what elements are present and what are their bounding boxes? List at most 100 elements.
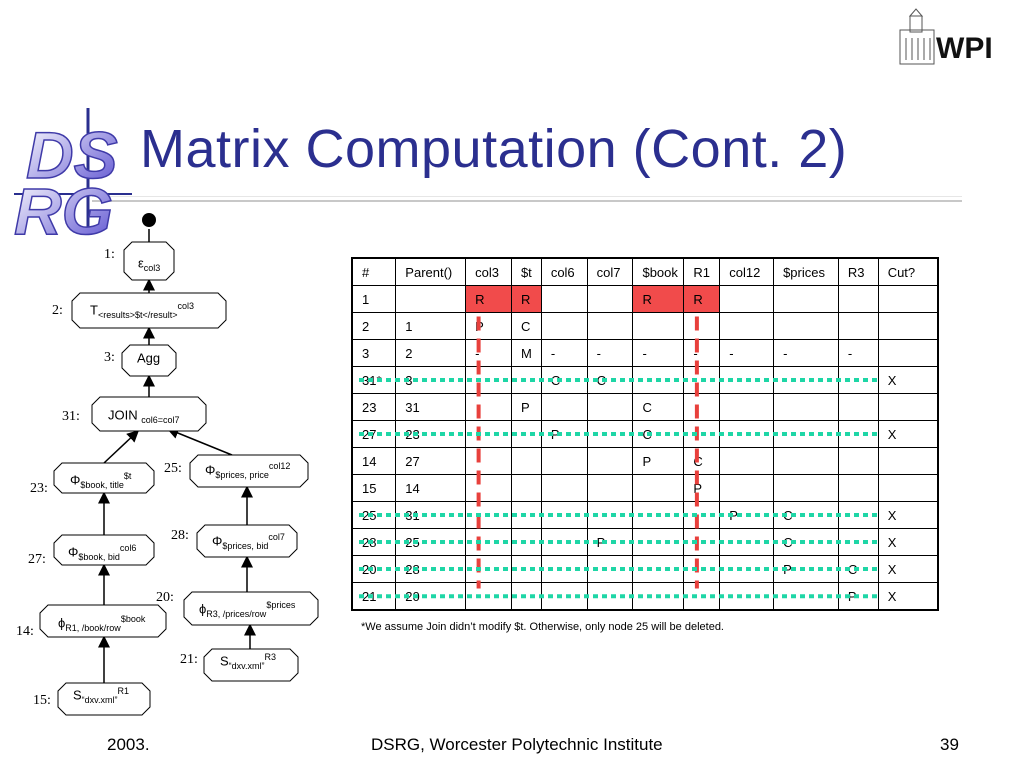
- table-cell: 31: [395, 393, 467, 421]
- table-cell: [632, 312, 685, 340]
- table-cell: P: [632, 447, 685, 475]
- table-cell: [540, 474, 588, 502]
- table-header-cell: #: [351, 257, 397, 286]
- table-cell: [632, 555, 685, 583]
- table-header-cell: $t: [510, 257, 542, 286]
- tree-node-op: ϕR1, /book/row$book: [58, 614, 146, 633]
- table-cell: [683, 312, 721, 340]
- footer-year: 2003.: [107, 735, 150, 754]
- tree-node-op: JOIN col6=col7: [108, 407, 180, 425]
- query-tree: [39, 213, 319, 716]
- table-cell: [683, 420, 721, 448]
- table-cell: C: [586, 366, 634, 394]
- table-cell: [719, 474, 775, 502]
- table-cell: [683, 366, 721, 394]
- tree-node-15: [57, 682, 151, 716]
- table-cell: -: [540, 339, 588, 367]
- table-cell: C: [632, 393, 685, 421]
- table-cell: -: [586, 339, 634, 367]
- table-cell: [719, 312, 775, 340]
- tree-node-3: [121, 344, 177, 377]
- table-cell: [877, 447, 939, 475]
- table-cell: R: [510, 285, 542, 313]
- table-cell: [683, 501, 721, 529]
- table-cell: 14: [395, 474, 467, 502]
- table-cell: [510, 366, 542, 394]
- tree-node-number: 23:: [30, 481, 48, 496]
- table-cell: [773, 420, 839, 448]
- table-cell: C: [540, 366, 588, 394]
- table-cell: 25: [351, 501, 397, 529]
- table-cell: [540, 312, 588, 340]
- table-cell: [586, 285, 634, 313]
- table-cell: [719, 447, 775, 475]
- table-cell: C: [510, 312, 542, 340]
- table-cell: [465, 555, 512, 583]
- table-cell: [510, 501, 542, 529]
- table-header-cell: col12: [719, 257, 775, 286]
- svg-text:RG: RG: [14, 174, 113, 240]
- table-cell: [510, 528, 542, 556]
- table-cell: 25: [395, 528, 467, 556]
- tree-node-op: Φ$book, title$t: [70, 471, 132, 490]
- table-cell: [773, 447, 839, 475]
- table-cell: X: [877, 420, 939, 448]
- wpi-logo: WPI: [899, 8, 993, 65]
- table-cell: 28: [395, 555, 467, 583]
- table-cell: 27: [351, 420, 397, 448]
- table-cell: [510, 474, 542, 502]
- tree-node-number: 31:: [62, 409, 80, 424]
- table-cell: [719, 528, 775, 556]
- table-cell: [540, 582, 588, 611]
- table-cell: -: [719, 339, 775, 367]
- table-cell: 3: [351, 339, 397, 367]
- tree-node-number: 3:: [104, 350, 115, 365]
- table-cell: [877, 285, 939, 313]
- table-cell: [719, 420, 775, 448]
- table-cell: [540, 555, 588, 583]
- table-cell: [683, 582, 721, 611]
- table-cell: 2: [351, 312, 397, 340]
- table-cell: X: [877, 582, 939, 611]
- tree-node-number: 20:: [156, 590, 174, 605]
- table-cell: [586, 420, 634, 448]
- table-cell: -: [773, 339, 839, 367]
- title-divider-shadow: [92, 196, 962, 197]
- tree-node-number: 2:: [52, 303, 63, 318]
- table-cell: [632, 528, 685, 556]
- table-cell: [632, 366, 685, 394]
- table-cell: [540, 285, 588, 313]
- table-cell: C: [683, 447, 721, 475]
- table-cell: [877, 339, 939, 367]
- table-cell: [510, 582, 542, 611]
- tree-node-21: [203, 648, 299, 682]
- table-cell: P: [773, 555, 839, 583]
- table-cell: [632, 501, 685, 529]
- tree-node-2: [71, 292, 227, 329]
- tree-node-23: [53, 462, 155, 494]
- tree-node-op: S“dxv.xml”R3: [220, 652, 277, 671]
- table-cell: [465, 366, 512, 394]
- table-cell: [632, 474, 685, 502]
- tree-node-op: εcol3: [138, 255, 161, 273]
- table-cell: P: [683, 474, 721, 502]
- tree-node-op: Agg: [137, 350, 161, 366]
- tree-node-number: 27:: [28, 552, 46, 567]
- table-cell: C: [773, 501, 839, 529]
- table-cell: -: [683, 339, 721, 367]
- table-cell: 31*: [351, 366, 397, 394]
- table-cell: M: [510, 339, 542, 367]
- table-cell: [837, 420, 879, 448]
- tree-node-op: Φ$prices, pricecol12: [205, 461, 291, 480]
- table-cell: [719, 555, 775, 583]
- table-cell: X: [877, 501, 939, 529]
- tree-node-op: S“dxv.xml”R1: [73, 686, 130, 705]
- tree-node-number: 25:: [164, 461, 182, 476]
- table-cell: [586, 501, 634, 529]
